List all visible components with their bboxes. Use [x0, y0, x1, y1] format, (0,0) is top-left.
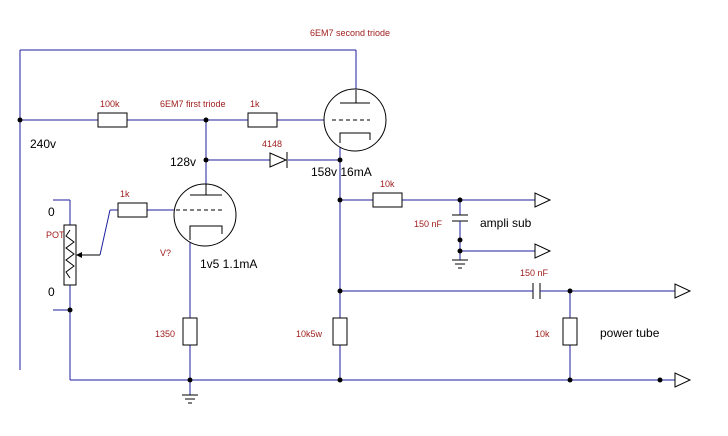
output-arrow-power-tube — [674, 283, 692, 299]
label-128v: 128v — [170, 155, 196, 169]
capacitor-150nf-mid — [452, 214, 468, 228]
label-pot-bottom: 0 — [48, 285, 55, 299]
label-1v5: 1v5 1.1mA — [200, 257, 257, 271]
label-158v: 158v 16mA — [311, 165, 372, 179]
junction-dots — [17, 117, 663, 383]
tube-first-triode — [173, 183, 237, 247]
diode-4148 — [269, 152, 288, 168]
resistor-10k5w — [332, 317, 348, 346]
label-tube1-title: 6EM7 first triode — [160, 99, 226, 109]
resistor-10k-top — [372, 192, 403, 208]
output-arrow-ground — [674, 372, 692, 388]
output-arrow-ampli-sub-2 — [534, 243, 552, 259]
label-r-10k5w: 10k5w — [296, 329, 323, 339]
label-pot-top: 0 — [48, 205, 55, 219]
tube-second-triode — [323, 88, 387, 152]
label-r-1k-top: 1k — [250, 99, 260, 109]
label-v-q: V? — [160, 248, 171, 258]
resistor-100k — [97, 112, 128, 128]
ground-symbol-left — [182, 394, 198, 404]
output-arrow-ampli-sub-1 — [534, 192, 552, 208]
label-r-10k-top: 10k — [380, 179, 395, 189]
label-r-1350: 1350 — [155, 329, 175, 339]
label-240v: 240v — [30, 137, 56, 151]
label-c-150nf-mid: 150 nF — [414, 219, 443, 229]
resistor-1k-top — [247, 112, 278, 128]
label-diode: 4148 — [262, 139, 282, 149]
ground-symbol-mid — [452, 259, 468, 269]
label-r-100k: 100k — [100, 99, 120, 109]
label-pot: POT — [46, 230, 65, 240]
label-tube2-title: 6EM7 second triode — [310, 28, 390, 38]
wires — [19, 49, 675, 395]
potentiometer — [63, 224, 100, 286]
capacitor-150nf-top — [528, 283, 545, 299]
resistor-1350 — [182, 317, 198, 346]
label-c-150nf-top: 150 nF — [520, 268, 549, 278]
resistor-1k-grid — [117, 202, 148, 218]
label-r-1k-grid: 1k — [120, 189, 130, 199]
label-ampli-sub: ampli sub — [480, 216, 532, 230]
resistor-10k-right — [562, 317, 578, 346]
label-r-10k-right: 10k — [535, 329, 550, 339]
label-power-tube: power tube — [600, 326, 660, 340]
